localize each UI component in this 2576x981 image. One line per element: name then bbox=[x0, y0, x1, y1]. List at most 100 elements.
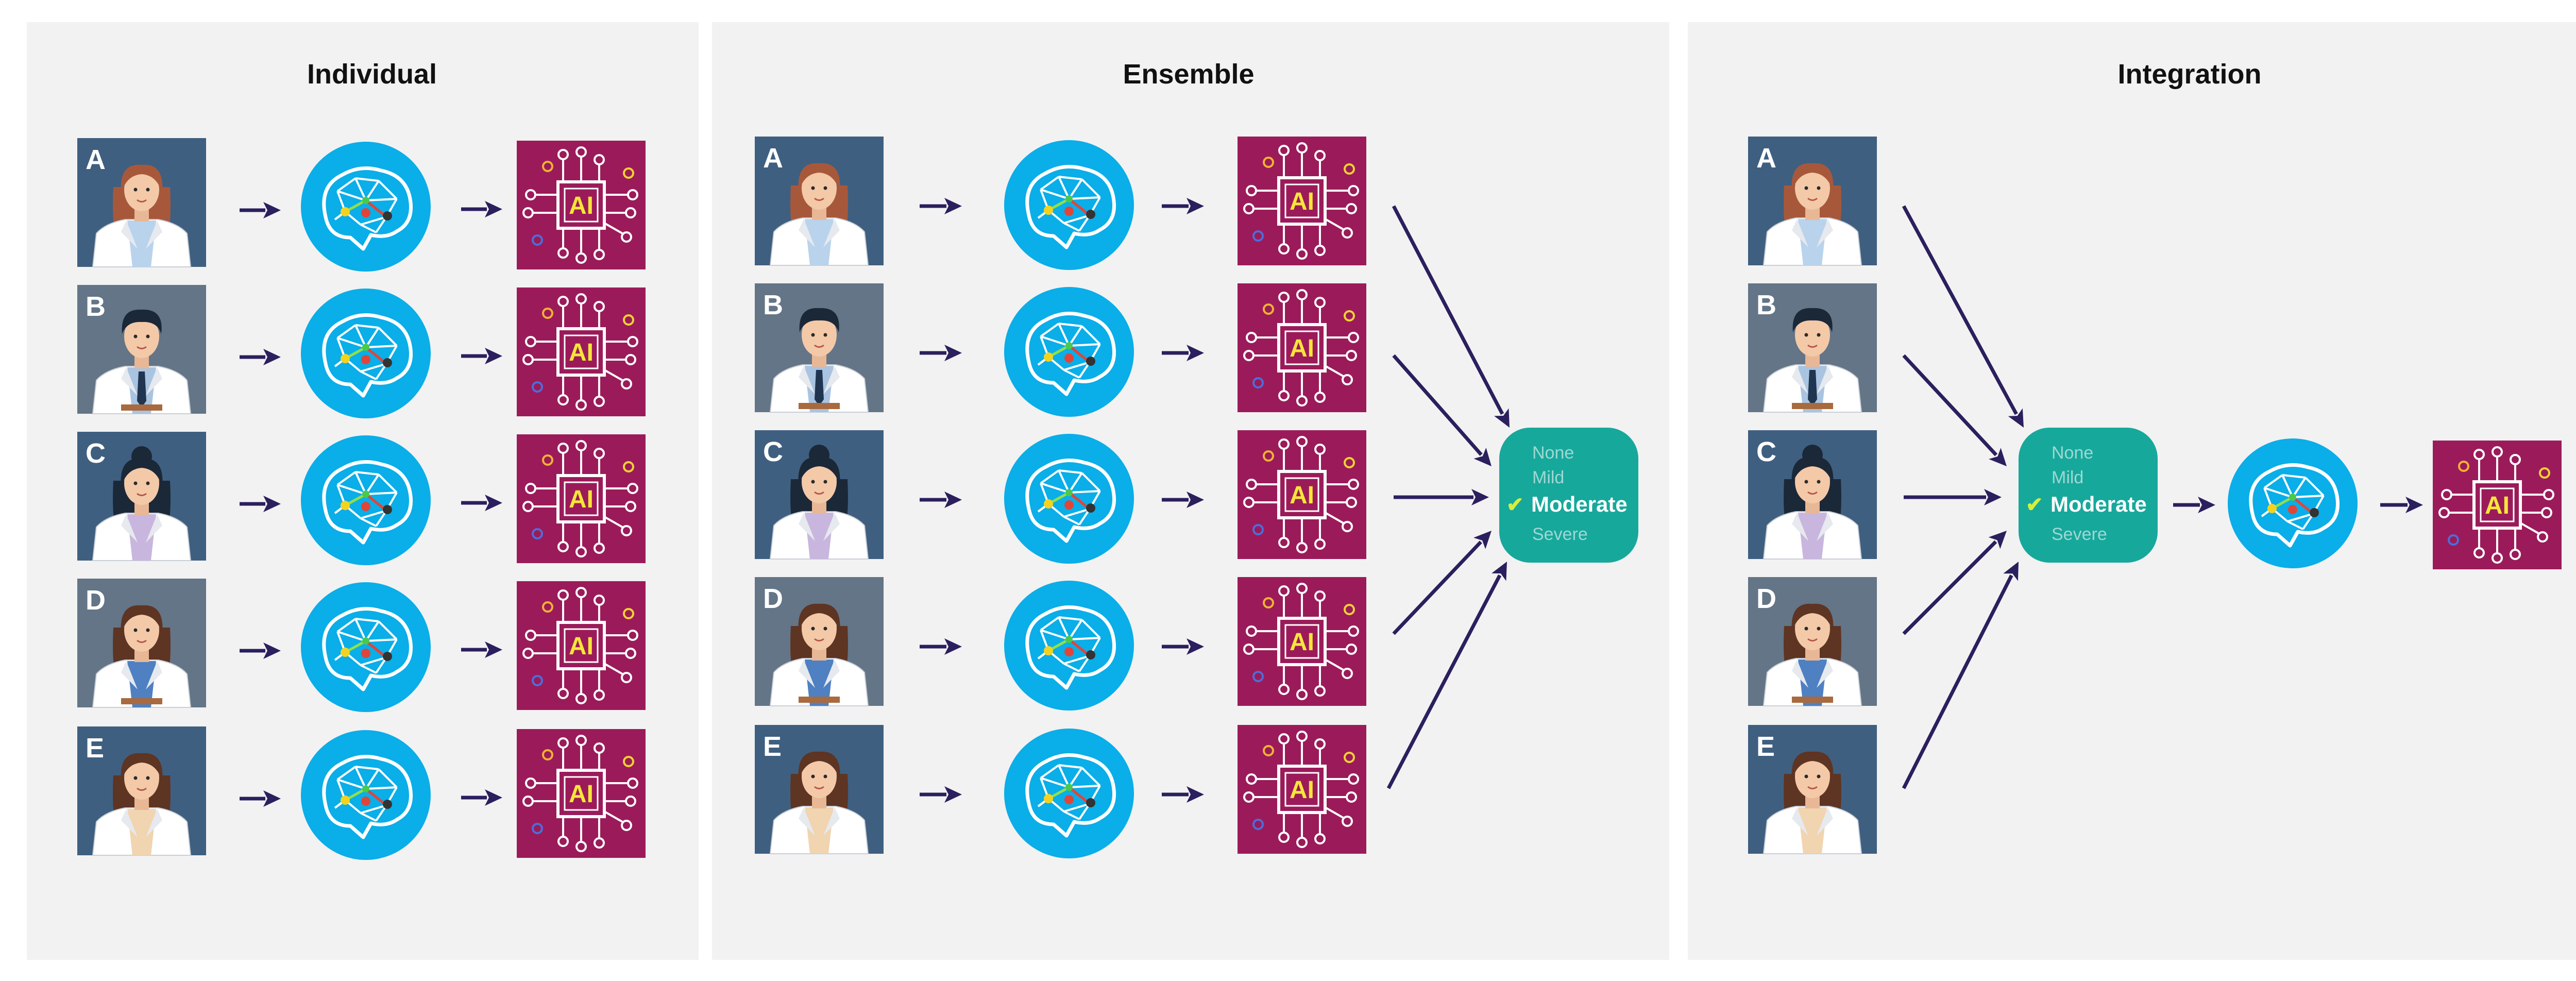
circuit-pad bbox=[627, 189, 638, 200]
network-edge bbox=[360, 517, 377, 527]
hair-bun bbox=[131, 446, 152, 467]
brain-circle bbox=[1004, 140, 1134, 270]
network-edge bbox=[1058, 616, 1082, 621]
circuit-pad bbox=[1246, 625, 1257, 637]
network-node bbox=[383, 211, 392, 221]
network-edge bbox=[365, 620, 380, 642]
ai-chip-label: AI bbox=[1290, 335, 1314, 362]
eye-left bbox=[133, 334, 138, 339]
ensemble-ai-chip-c: AI bbox=[1238, 430, 1366, 559]
network-edge bbox=[365, 327, 380, 348]
network-edge bbox=[1069, 785, 1100, 788]
mouth bbox=[1807, 638, 1818, 641]
arrow-icon bbox=[920, 638, 962, 655]
hair bbox=[122, 309, 162, 334]
circuit-pad bbox=[1243, 791, 1255, 803]
network-node bbox=[1064, 795, 1074, 804]
circuit-pad bbox=[1296, 436, 1308, 447]
circuit-pad bbox=[525, 777, 536, 789]
circuit-pad bbox=[557, 589, 569, 601]
network-edge bbox=[2281, 475, 2294, 498]
circuit-pad bbox=[1246, 332, 1257, 343]
lapel-left bbox=[799, 659, 815, 688]
network-node bbox=[361, 355, 370, 364]
mouth bbox=[814, 491, 824, 495]
circuit-pad bbox=[522, 648, 534, 659]
circuit-pad bbox=[557, 836, 569, 847]
arrow-head bbox=[263, 642, 281, 659]
face bbox=[124, 608, 159, 652]
circuit-pad bbox=[1296, 837, 1308, 848]
network-edge bbox=[1068, 178, 1083, 200]
circuit-pad bbox=[1348, 332, 1359, 343]
hair bbox=[1791, 163, 1834, 192]
arrow-shaft bbox=[1902, 540, 1997, 635]
network-edge bbox=[337, 631, 366, 642]
lapel-left bbox=[1792, 513, 1808, 541]
face bbox=[124, 756, 159, 800]
network-node bbox=[1044, 206, 1053, 215]
arrow-icon bbox=[461, 641, 502, 658]
arrow-head bbox=[1473, 531, 1492, 549]
face bbox=[1795, 313, 1830, 357]
circuit-pad bbox=[575, 146, 587, 158]
clipboard bbox=[121, 404, 162, 411]
circuit-pad bbox=[1296, 731, 1308, 742]
network-edge-highlight bbox=[1068, 345, 1091, 363]
shirt bbox=[1798, 659, 1827, 706]
arrow-icon bbox=[2380, 497, 2423, 513]
network-edge bbox=[1068, 472, 1083, 494]
clinician-letter: E bbox=[763, 731, 782, 762]
chip-inner bbox=[564, 628, 599, 663]
chip-body bbox=[556, 327, 606, 377]
chip-inner bbox=[564, 481, 599, 516]
circuit-pad bbox=[1346, 203, 1357, 214]
checkmark-icon: ✔ bbox=[2026, 494, 2043, 516]
clinician-letter: C bbox=[86, 438, 106, 469]
severity-option: None bbox=[2052, 443, 2093, 463]
lapel-right bbox=[1817, 659, 1833, 688]
mouth bbox=[137, 787, 147, 791]
clinician-letter: A bbox=[1756, 143, 1776, 174]
brain-circle bbox=[1004, 287, 1134, 417]
arrow-head bbox=[944, 198, 962, 214]
face bbox=[1795, 166, 1830, 210]
network-edge bbox=[1058, 176, 1082, 180]
network-node bbox=[1086, 798, 1095, 807]
eye-right bbox=[146, 628, 150, 632]
integration-clinician-c: C bbox=[1748, 430, 1877, 560]
network-node bbox=[1044, 352, 1053, 362]
eye-right bbox=[1817, 627, 1821, 631]
hair bbox=[798, 603, 840, 633]
network-edge bbox=[378, 327, 398, 347]
face bbox=[124, 462, 159, 505]
clinician-letter: B bbox=[763, 290, 783, 320]
arrow-icon bbox=[240, 790, 281, 807]
lapel-right bbox=[1817, 807, 1833, 836]
brain-outline bbox=[322, 755, 413, 839]
lapel-left bbox=[121, 367, 138, 396]
brain-outline bbox=[1025, 165, 1116, 249]
network-edge bbox=[2282, 474, 2306, 479]
circuit-pad bbox=[594, 448, 605, 459]
arrow-icon bbox=[1386, 562, 1507, 789]
circuit-pad bbox=[594, 154, 605, 165]
arrow-icon bbox=[1392, 531, 1492, 635]
arrow-head bbox=[2405, 497, 2423, 513]
circuit-pad bbox=[1278, 145, 1290, 156]
chip-inner bbox=[2480, 487, 2515, 522]
arrow-head bbox=[1492, 562, 1507, 581]
network-node bbox=[1086, 357, 1095, 366]
mouth bbox=[1807, 197, 1818, 201]
network-edge bbox=[355, 766, 379, 770]
lapel-right bbox=[146, 514, 162, 543]
ensemble-clinician-e: E bbox=[755, 725, 884, 854]
circuit-pad bbox=[623, 608, 634, 619]
lapel-right bbox=[1817, 219, 1833, 247]
circuit-pad bbox=[532, 528, 543, 539]
brain-outline bbox=[322, 313, 413, 398]
network-edge bbox=[365, 345, 397, 348]
network-node bbox=[2288, 505, 2297, 514]
ensemble-clinician-b: B bbox=[755, 283, 884, 413]
